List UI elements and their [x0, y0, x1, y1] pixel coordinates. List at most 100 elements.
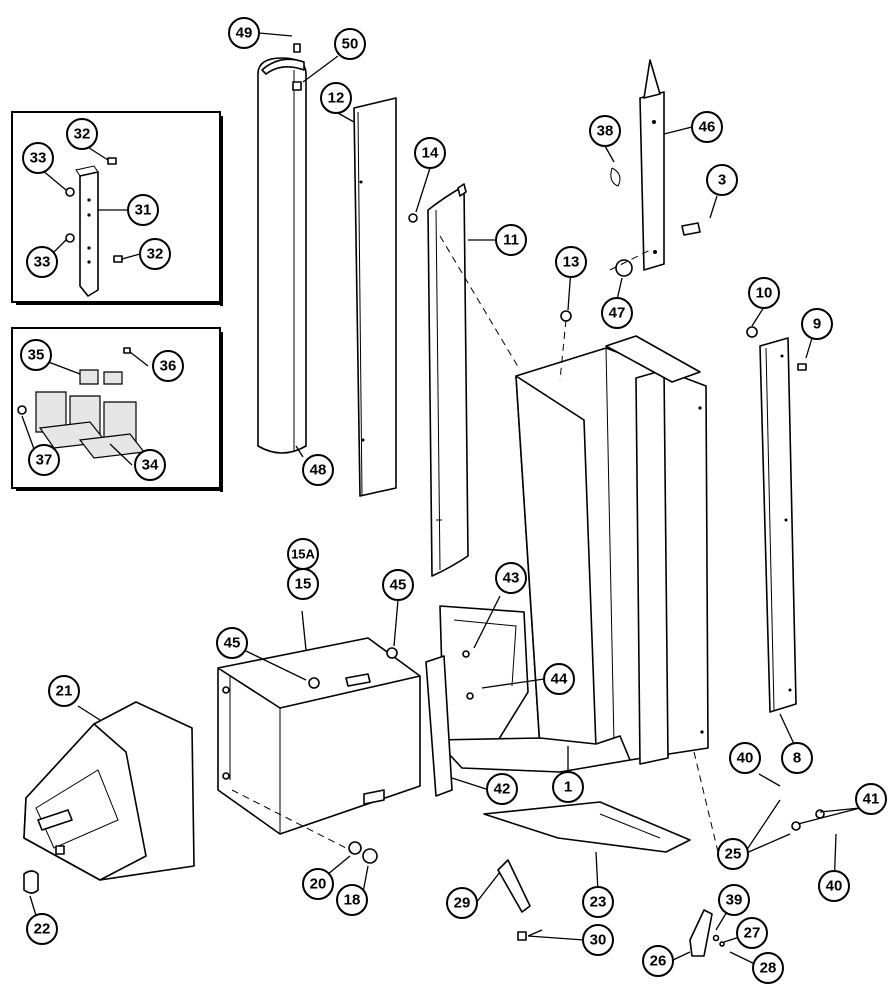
callout-21-label: 21: [56, 683, 73, 700]
callout-33-inset-bottom-label: 33: [34, 254, 51, 271]
box-15: [217, 637, 421, 835]
panel-11: [408, 183, 469, 577]
callout-20: 20: [302, 868, 334, 900]
callout-25-label: 25: [725, 846, 742, 863]
callout-34-inset-label: 34: [142, 457, 159, 474]
callout-32-inset-bottom: 32: [139, 238, 171, 270]
callout-32-inset-top-label: 32: [74, 126, 91, 143]
callout-40-upper: 40: [729, 742, 761, 774]
callout-33-inset-top: 33: [22, 142, 54, 174]
callout-10: 10: [748, 277, 780, 309]
chute-body-1: [435, 335, 709, 773]
tray-23: [483, 801, 691, 853]
callout-15: 15: [287, 568, 319, 600]
callout-41: 41: [855, 783, 887, 815]
callout-37-inset-label: 37: [36, 452, 53, 469]
callout-29-label: 29: [454, 895, 471, 912]
callout-28: 28: [752, 952, 784, 984]
callout-31-inset: 31: [127, 194, 159, 226]
callout-11-label: 11: [503, 232, 519, 249]
callout-45-box-left-label: 45: [224, 635, 241, 652]
callout-38-label: 38: [597, 123, 614, 140]
callout-40-upper-label: 40: [737, 750, 754, 767]
callout-18: 18: [336, 884, 368, 916]
bar-46: [610, 59, 701, 277]
callout-10-label: 10: [756, 285, 773, 302]
strip-8: [746, 326, 807, 713]
callout-14: 14: [414, 137, 446, 169]
callout-39-label: 39: [726, 892, 743, 909]
callout-44: 44: [543, 663, 575, 695]
callout-11: 11: [495, 224, 527, 256]
latch-26: [689, 909, 725, 957]
callout-9: 9: [801, 308, 833, 340]
callout-33-inset-top-label: 33: [30, 150, 47, 167]
hopper-21: [23, 701, 195, 894]
callout-39: 39: [718, 884, 750, 916]
callout-26-label: 26: [650, 953, 667, 970]
callout-48-label: 48: [310, 462, 327, 479]
callout-48: 48: [302, 454, 334, 486]
callout-40-lower: 40: [818, 870, 850, 902]
callout-49-label: 49: [236, 25, 253, 42]
callout-40-lower-label: 40: [826, 878, 843, 895]
callout-22: 22: [26, 913, 58, 945]
callout-30-label: 30: [590, 932, 607, 949]
callout-1-label: 1: [564, 779, 572, 796]
callout-26: 26: [642, 945, 674, 977]
callout-36-inset-label: 36: [160, 358, 177, 375]
plate-42: [425, 650, 474, 797]
callout-46-label: 46: [699, 119, 716, 136]
callout-28-label: 28: [760, 960, 777, 977]
callout-38: 38: [589, 115, 621, 147]
callout-23-label: 23: [590, 894, 607, 911]
callout-27: 27: [736, 917, 768, 949]
callout-49: 49: [228, 17, 260, 49]
assembly-lines: [231, 235, 719, 853]
callout-15a-label: 15A: [291, 547, 315, 562]
callout-20-label: 20: [310, 876, 327, 893]
callout-15a: 15A: [287, 538, 319, 570]
callout-21: 21: [48, 675, 80, 707]
callout-22-label: 22: [34, 921, 51, 938]
callout-12-label: 12: [328, 90, 345, 107]
callout-43-label: 43: [503, 570, 520, 587]
callout-47-label: 47: [609, 305, 626, 322]
callout-14-label: 14: [422, 145, 439, 162]
callout-25: 25: [717, 838, 749, 870]
callout-47: 47: [601, 297, 633, 329]
callout-13-label: 13: [563, 254, 580, 271]
fasteners: [348, 310, 825, 864]
callout-43: 43: [495, 562, 527, 594]
callout-45-box-left: 45: [216, 627, 248, 659]
callout-23: 23: [582, 886, 614, 918]
callout-27-label: 27: [744, 925, 761, 942]
callout-36-inset: 36: [152, 350, 184, 382]
callout-12: 12: [320, 82, 352, 114]
callout-8-label: 8: [793, 750, 801, 767]
callout-3-label: 3: [718, 172, 726, 189]
callout-42: 42: [486, 773, 518, 805]
callout-35-inset: 35: [20, 339, 52, 371]
panel-12: [353, 97, 397, 497]
callout-34-inset: 34: [134, 449, 166, 481]
callout-29: 29: [446, 887, 478, 919]
callout-42-label: 42: [494, 781, 511, 798]
strap-29: [497, 859, 531, 941]
callout-35-inset-label: 35: [28, 347, 45, 364]
callout-3: 3: [706, 164, 738, 196]
callout-13: 13: [555, 246, 587, 278]
callout-9-label: 9: [813, 316, 821, 333]
callout-32-inset-top: 32: [66, 118, 98, 150]
callout-46: 46: [691, 111, 723, 143]
callout-1: 1: [552, 771, 584, 803]
callout-45-box-top: 45: [382, 569, 414, 601]
callout-41-label: 41: [863, 791, 880, 808]
callout-44-label: 44: [551, 671, 568, 688]
callout-31-inset-label: 31: [135, 202, 152, 219]
callout-37-inset: 37: [28, 444, 60, 476]
callout-18-label: 18: [344, 892, 361, 909]
callout-50: 50: [334, 28, 366, 60]
callout-45-box-top-label: 45: [390, 577, 407, 594]
